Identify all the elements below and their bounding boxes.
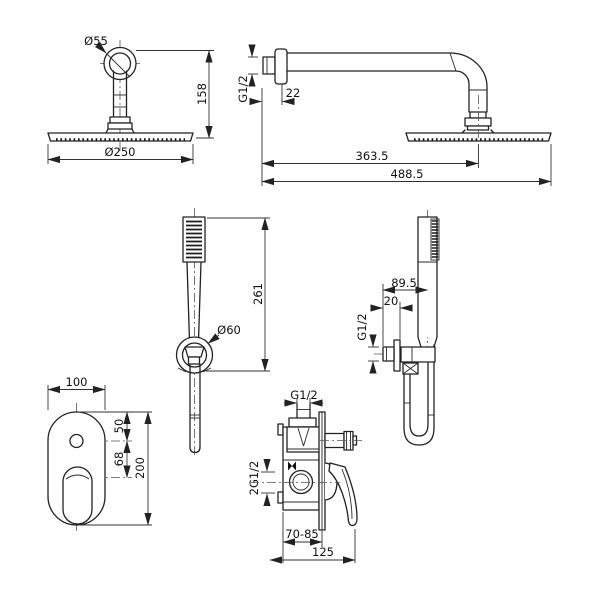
dim-label-wall-offset: 22 — [286, 86, 301, 100]
dim-label-top-to-diverter: 50 — [112, 419, 126, 434]
dim-label-holder-diameter: Ø60 — [217, 323, 241, 337]
dim-label-flange-diameter: Ø55 — [84, 34, 108, 48]
dim-label-diverter-to-handle: 68 — [112, 452, 126, 467]
valve-spout — [320, 430, 362, 451]
diverter-button — [69, 433, 84, 449]
wall-bracket — [382, 339, 436, 372]
valve-trim-plate-edge — [318, 411, 326, 531]
ceiling-flange — [103, 46, 137, 81]
ceiling-pipe — [105, 70, 135, 134]
view-hand-shower-front: Ø60 261 — [175, 208, 270, 458]
valve-body — [277, 417, 321, 511]
dim-label-bracket-thread: G1/2 — [355, 313, 369, 340]
trim-plate — [47, 411, 106, 526]
shower-hose — [403, 344, 435, 446]
view-mixer-valve-side: G1/2 2G1/2 70-85 125 — [247, 388, 362, 564]
dim-label-arm-thread: G1/2 — [236, 75, 250, 102]
dim-label-bracket-offset: 20 — [384, 294, 399, 308]
view-rain-shower-front: Ø55 158 Ø250 — [47, 34, 214, 164]
dim-label-head-diameter: Ø250 — [104, 145, 135, 159]
dim-label-inlet-thread: G1/2 — [290, 388, 317, 402]
dim-label-install-depth: 70-85 — [285, 527, 318, 541]
dim-label-plate-height: 200 — [133, 457, 147, 479]
view-arm-shower-side: G1/2 22 363.5 488.5 — [236, 44, 552, 186]
dim-label-bracket-reach: 89.5 — [391, 276, 417, 290]
dim-label-rain-height: 158 — [195, 83, 209, 105]
hand-shower-side — [417, 216, 440, 348]
shower-hose-end — [189, 363, 201, 454]
dim-label-plate-width: 100 — [66, 375, 88, 389]
hand-shower-handle — [186, 261, 202, 342]
dim-label-connections: 2G1/2 — [247, 461, 261, 496]
rain-shower-head — [47, 132, 194, 142]
hose-nut — [402, 362, 419, 375]
dim-label-total-reach: 488.5 — [391, 167, 424, 181]
mixer-handle-front — [62, 466, 93, 525]
wall-flange — [262, 48, 288, 85]
shower-arm — [286, 52, 495, 134]
dim-label-total-depth: 125 — [312, 545, 334, 559]
view-trim-plate-front: 100 50 68 200 — [47, 375, 152, 534]
mixer-mark — [288, 461, 296, 471]
dim-label-head-center-reach: 363.5 — [356, 149, 389, 163]
cartridge-circle — [288, 469, 314, 495]
view-hand-shower-side: 89.5 20 G1/2 — [355, 210, 440, 446]
shower-holder — [175, 336, 214, 374]
dim-label-hand-shower-length: 261 — [251, 283, 265, 305]
lever-handle — [324, 462, 358, 527]
hand-shower-head — [182, 216, 206, 263]
